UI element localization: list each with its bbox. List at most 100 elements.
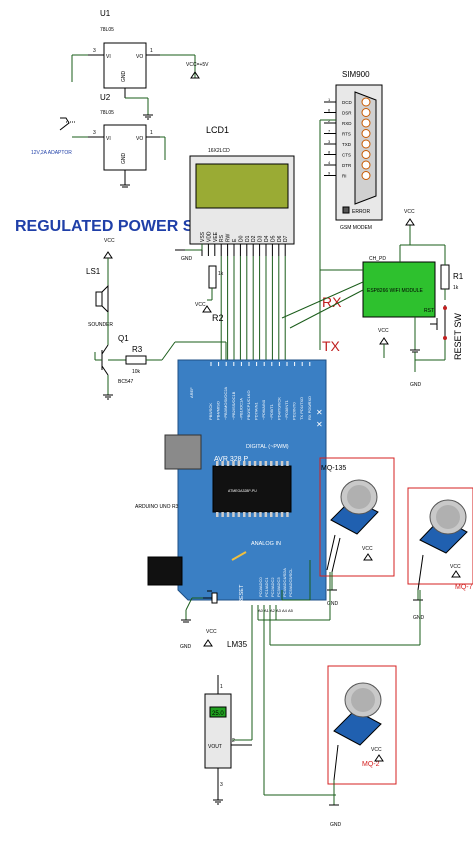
- vcc-5v-label: VCC=+5V: [186, 62, 209, 68]
- wifi-gnd-label: GND: [410, 382, 422, 388]
- gsm-pin-dcd: DCD: [342, 100, 352, 105]
- lm35-sensor[interactable]: VCC LM35 1 25.0 VOUT 2 3: [203, 629, 252, 805]
- digital-pin-label: ~PB2/SS/OC1B: [231, 391, 236, 420]
- gsm-pin-number: 6: [328, 108, 331, 113]
- lm35-display: [209, 706, 227, 718]
- chip-pin: [253, 512, 257, 517]
- arduino-board-label: ARDUINO UNO R3: [135, 504, 179, 510]
- chip-pin: [259, 461, 262, 466]
- gsm-pin-circle: [361, 160, 371, 170]
- digital-pin-label: ~PD6/AIN0: [261, 399, 266, 420]
- wifi-tx: TX: [322, 338, 341, 354]
- analog-pin-label: PC2/ADC2: [270, 577, 275, 597]
- chip-pin: [253, 461, 257, 466]
- chip-pin: [264, 512, 268, 517]
- section-title: REGULATED POWER SUPPLY: [15, 218, 246, 235]
- digital-pin-label: ~PB1/OC1A: [238, 398, 243, 420]
- lm35-ref: LM35: [227, 640, 248, 649]
- lm35-pin-vout: 2: [232, 738, 235, 744]
- digital-pin-label: PD4/T0/XCK: [276, 397, 281, 420]
- u2-vo: VO: [136, 136, 143, 142]
- chip-pin: [226, 512, 230, 517]
- u1-ref: U1: [100, 9, 111, 18]
- regulator-u1[interactable]: [103, 42, 147, 89]
- lcd-pin-d3: D3: [258, 235, 264, 242]
- chip-pin: [275, 512, 278, 517]
- digital-pin-label: RX PD0/RXD: [307, 396, 312, 420]
- arduino-reset-button[interactable]: GND: [180, 590, 218, 650]
- chip-pin: [232, 461, 235, 466]
- reset-gnd-label: GND: [180, 644, 192, 650]
- analog-pin-label: PC3/ADC3: [276, 577, 281, 597]
- wifi-rst: RST: [424, 308, 434, 314]
- lcd-pin-e: E: [232, 238, 238, 242]
- lcd-gnd-label: GND: [181, 256, 193, 262]
- resistor-r1[interactable]: R1 1k: [440, 245, 464, 300]
- gsm-pin-circle: [361, 118, 371, 128]
- u2-part: 78L05: [100, 110, 114, 116]
- gsm-pin-circle: [361, 171, 371, 180]
- reset-switch[interactable]: RESET SW: [415, 305, 463, 361]
- gsm-pin-rxd: RXD: [342, 121, 352, 126]
- dc-jack: [147, 556, 183, 586]
- pot-value: 1k: [218, 271, 224, 277]
- sensor-wires: [232, 560, 421, 796]
- mq7-vcc: VCC: [450, 564, 461, 570]
- gsm-label: GSM MODEM: [340, 225, 372, 231]
- wifi-module[interactable]: ESP8266 WIFI MODULE CH_PD RST VCC RX TX …: [281, 209, 445, 388]
- gsm-error-label: ERROR: [352, 209, 370, 215]
- analog-pin-label: PC4/ADC4/SDA: [282, 568, 287, 597]
- analog-pin-label: PC1/ADC1: [264, 577, 269, 597]
- chip-pin: [243, 461, 246, 466]
- wifi-body: [362, 261, 436, 318]
- board-trace: [231, 551, 247, 561]
- chip-pin: [216, 512, 219, 517]
- gsm-pin-number: 7: [328, 129, 331, 134]
- digital-pin-label: ~PD5/T1: [269, 403, 274, 420]
- lcd-pin-d5: D5: [270, 235, 276, 242]
- u1-pin-out: 1: [150, 48, 153, 54]
- sensor-mq2[interactable]: MQ-2 VCC GND: [327, 665, 397, 828]
- gsm-pin-rts: RTS: [342, 132, 351, 137]
- mq2-vcc: VCC: [371, 747, 382, 753]
- wifi-label: ESP8266 WIFI MODULE: [367, 288, 424, 294]
- analog-pin-short: A4: [282, 608, 288, 613]
- buzzer-circuit[interactable]: VCC LS1 SOUNDER Q1 BC547 R3 10k: [86, 238, 227, 400]
- gsm-pin-ri: RI: [342, 174, 347, 179]
- chip-pin: [275, 461, 278, 466]
- svg-text:✕: ✕: [316, 420, 323, 429]
- gsm-pin-circle: [361, 129, 371, 138]
- lcd-pin-vdd: VDD: [206, 231, 212, 242]
- analog-pin-short: A3: [276, 608, 282, 613]
- analog-pin-label: PC0/ADC0: [258, 577, 263, 597]
- sensor-mq7[interactable]: MQ-7 VCC GND: [407, 487, 473, 621]
- lcd-pin-rs: RS: [219, 234, 225, 242]
- regulator-u2[interactable]: [103, 124, 147, 171]
- wifi-chpd: CH_PD: [369, 256, 386, 262]
- analog-header-label: ANALOG IN: [251, 541, 281, 547]
- sensor-mq135[interactable]: MQ-135 VCC GND: [319, 457, 395, 607]
- resistor-r3[interactable]: [125, 355, 147, 365]
- digital-pin-label: PB0/ICP1/CLKO: [246, 390, 251, 420]
- chip-pin: [243, 512, 246, 517]
- gsm-ref: SIM900: [342, 70, 370, 79]
- lcd-pin-vee: VEE: [213, 231, 219, 242]
- lm35-reading: 25.0: [212, 711, 224, 717]
- potentiometer-r2[interactable]: 1k R2 VCC: [195, 265, 224, 323]
- chip-pin: [248, 512, 251, 517]
- digital-pin-label: PD2/INT0: [292, 402, 297, 420]
- buzzer-label: SOUNDER: [88, 322, 113, 328]
- analog-pin-short: A2: [270, 608, 276, 613]
- gsm-pin-txd: TXD: [342, 142, 352, 147]
- arduino-board[interactable]: ATMEGA328P-PU AVR 328 P DIGITAL (~PWM) A…: [135, 359, 327, 613]
- lcd-pin-d4: D4: [264, 235, 270, 242]
- r3-ref: R3: [132, 345, 143, 354]
- wifi-vcc-top: VCC: [404, 209, 415, 215]
- lcd-pin-wires: [201, 244, 286, 362]
- u1-pin-in: 3: [93, 48, 96, 54]
